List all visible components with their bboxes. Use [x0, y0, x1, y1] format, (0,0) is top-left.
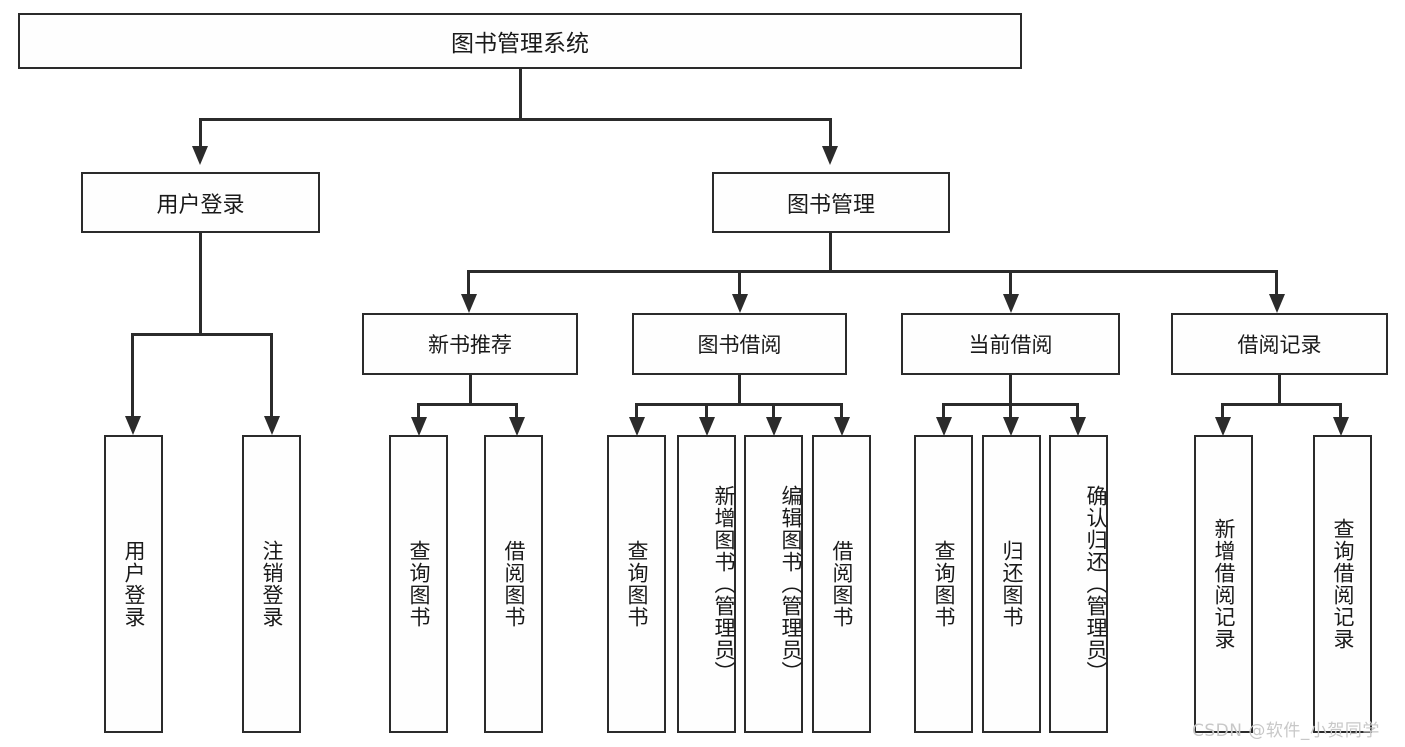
- connector-root-to-book-mgmt: [829, 118, 832, 146]
- node-book-borrow-label: 图书借阅: [697, 333, 782, 357]
- leaf-logout-login[interactable]: 注销登录: [242, 435, 301, 733]
- connector-borrow-bar: [635, 403, 841, 406]
- leaf-user-login[interactable]: 用户登录: [104, 435, 163, 733]
- leaf-return-books[interactable]: 归还图书: [982, 435, 1041, 733]
- node-current-borrow-label: 当前借阅: [968, 333, 1053, 357]
- leaf-edit-book-admin-label: 编辑图书（管理员）: [779, 485, 803, 683]
- connector-borrow-to-leaf-1: [635, 403, 638, 417]
- node-borrow-records[interactable]: 借阅记录: [1171, 313, 1388, 375]
- arrow-current-to-leaf-1: [936, 417, 952, 436]
- connector-book-mgmt-to-borrow: [738, 270, 741, 294]
- arrow-book-mgmt-to-records: [1269, 294, 1285, 313]
- node-new-book-recommend[interactable]: 新书推荐: [362, 313, 578, 375]
- connector-book-mgmt-bar: [467, 270, 1278, 273]
- leaf-logout-login-label: 注销登录: [260, 540, 284, 628]
- leaf-add-book-admin-label: 新增图书（管理员）: [712, 485, 736, 683]
- connector-user-login-to-leaf-1: [131, 333, 134, 416]
- connector-current-to-leaf-2: [1009, 403, 1012, 417]
- node-current-borrow[interactable]: 当前借阅: [901, 313, 1120, 375]
- arrow-records-to-leaf-1: [1215, 417, 1231, 436]
- node-root-label: 图书管理系统: [451, 31, 589, 57]
- connector-book-mgmt-to-current: [1009, 270, 1012, 294]
- connector-current-to-leaf-1: [942, 403, 945, 417]
- leaf-user-login-label: 用户登录: [122, 540, 146, 628]
- arrow-borrow-to-leaf-2: [699, 417, 715, 436]
- connector-records-to-leaf-2: [1339, 403, 1342, 417]
- connector-current-stem: [1009, 375, 1012, 405]
- connector-current-to-leaf-3: [1076, 403, 1079, 417]
- leaf-confirm-return-admin-label: 确认归还（管理员）: [1084, 485, 1108, 683]
- connector-user-login-bar: [131, 333, 273, 336]
- watermark: CSDN @软件_小贺同学: [1192, 716, 1380, 741]
- connector-records-bar: [1221, 403, 1341, 406]
- node-book-borrow[interactable]: 图书借阅: [632, 313, 847, 375]
- node-book-management-label: 图书管理: [786, 192, 875, 218]
- connector-book-mgmt-to-records: [1275, 270, 1278, 294]
- node-user-login[interactable]: 用户登录: [81, 172, 320, 233]
- node-root[interactable]: 图书管理系统: [18, 13, 1022, 69]
- arrow-root-to-book-mgmt: [822, 146, 838, 165]
- leaf-add-borrow-record[interactable]: 新增借阅记录: [1194, 435, 1253, 733]
- leaf-query-books-new[interactable]: 查询图书: [389, 435, 448, 733]
- leaf-borrow-books-borrow[interactable]: 借阅图书: [812, 435, 871, 733]
- arrow-book-mgmt-to-borrow: [732, 294, 748, 313]
- leaf-confirm-return-admin[interactable]: 确认归还（管理员）: [1049, 435, 1108, 733]
- connector-new-books-to-leaf-1: [417, 403, 420, 417]
- arrow-records-to-leaf-2: [1333, 417, 1349, 436]
- connector-borrow-to-leaf-2: [705, 403, 708, 417]
- connector-root-to-user-login: [199, 118, 202, 146]
- leaf-add-borrow-record-label: 新增借阅记录: [1212, 518, 1236, 650]
- arrow-book-mgmt-to-new-books: [461, 294, 477, 313]
- leaf-query-books-borrow[interactable]: 查询图书: [607, 435, 666, 733]
- leaf-borrow-books-new-label: 借阅图书: [502, 540, 526, 628]
- connector-root-stem: [519, 69, 522, 120]
- leaf-query-books-new-label: 查询图书: [407, 540, 431, 628]
- leaf-query-books-current[interactable]: 查询图书: [914, 435, 973, 733]
- node-book-management[interactable]: 图书管理: [712, 172, 950, 233]
- node-new-book-recommend-label: 新书推荐: [428, 333, 512, 357]
- leaf-add-book-admin[interactable]: 新增图书（管理员）: [677, 435, 736, 733]
- connector-new-books-to-leaf-2: [515, 403, 518, 417]
- leaf-borrow-books-new[interactable]: 借阅图书: [484, 435, 543, 733]
- arrow-book-mgmt-to-current: [1003, 294, 1019, 313]
- connector-records-to-leaf-1: [1221, 403, 1224, 417]
- leaf-query-borrow-record[interactable]: 查询借阅记录: [1313, 435, 1372, 733]
- connector-user-login-to-leaf-2: [270, 333, 273, 416]
- leaf-return-books-label: 归还图书: [1000, 540, 1024, 628]
- connector-new-books-stem: [469, 375, 472, 405]
- arrow-borrow-to-leaf-3: [766, 417, 782, 436]
- connector-records-stem: [1278, 375, 1281, 405]
- connector-book-mgmt-stem: [829, 233, 832, 273]
- arrow-current-to-leaf-2: [1003, 417, 1019, 436]
- connector-new-books-bar: [417, 403, 518, 406]
- connector-book-mgmt-to-new-books: [467, 270, 470, 294]
- leaf-query-books-current-label: 查询图书: [932, 540, 956, 628]
- arrow-user-login-to-leaf-1: [125, 416, 141, 435]
- arrow-borrow-to-leaf-1: [629, 417, 645, 436]
- arrow-current-to-leaf-3: [1070, 417, 1086, 436]
- connector-borrow-to-leaf-3: [772, 403, 775, 417]
- connector-borrow-stem: [738, 375, 741, 405]
- arrow-new-books-to-leaf-2: [509, 417, 525, 436]
- leaf-edit-book-admin[interactable]: 编辑图书（管理员）: [744, 435, 803, 733]
- leaf-query-books-borrow-label: 查询图书: [625, 540, 649, 628]
- watermark-text: CSDN @软件_小贺同学: [1192, 721, 1380, 741]
- arrow-user-login-to-leaf-2: [264, 416, 280, 435]
- node-user-login-label: 用户登录: [156, 192, 245, 218]
- connector-borrow-to-leaf-4: [840, 403, 843, 417]
- arrow-new-books-to-leaf-1: [411, 417, 427, 436]
- connector-user-login-stem: [199, 233, 202, 335]
- node-borrow-records-label: 借阅记录: [1237, 333, 1322, 357]
- connector-root-bar: [199, 118, 832, 121]
- arrow-borrow-to-leaf-4: [834, 417, 850, 436]
- arrow-root-to-user-login: [192, 146, 208, 165]
- leaf-query-borrow-record-label: 查询借阅记录: [1331, 518, 1355, 650]
- leaf-borrow-books-borrow-label: 借阅图书: [830, 540, 854, 628]
